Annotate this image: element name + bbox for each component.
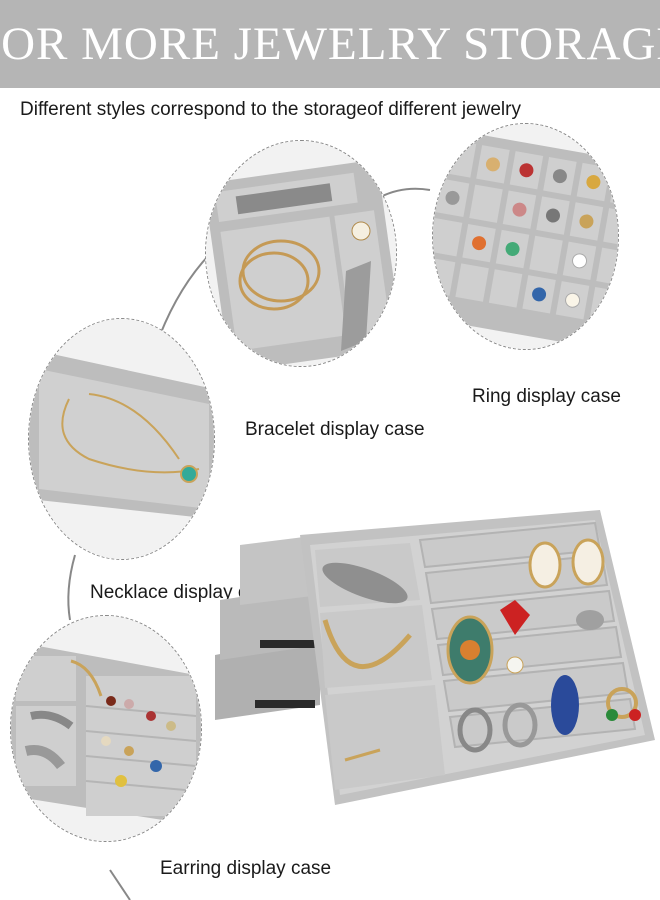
earring-case-photo — [10, 615, 202, 842]
ring-case-photo — [432, 123, 619, 350]
subtitle: Different styles correspond to the stora… — [20, 99, 521, 120]
necklace-caption: Necklace display case — [90, 582, 278, 603]
ring-caption: Ring display case — [472, 386, 621, 407]
necklace-case-photo — [28, 318, 215, 560]
earring-caption: Earring display case — [160, 858, 332, 879]
header-banner: FOR MORE JEWELRY STORAGE — [0, 0, 660, 88]
banner-title: FOR MORE JEWELRY STORAGE — [0, 18, 660, 70]
bracelet-case-photo — [205, 140, 397, 367]
stacked-trays-photo — [210, 505, 660, 810]
bracelet-caption: Bracelet display case — [245, 419, 425, 440]
